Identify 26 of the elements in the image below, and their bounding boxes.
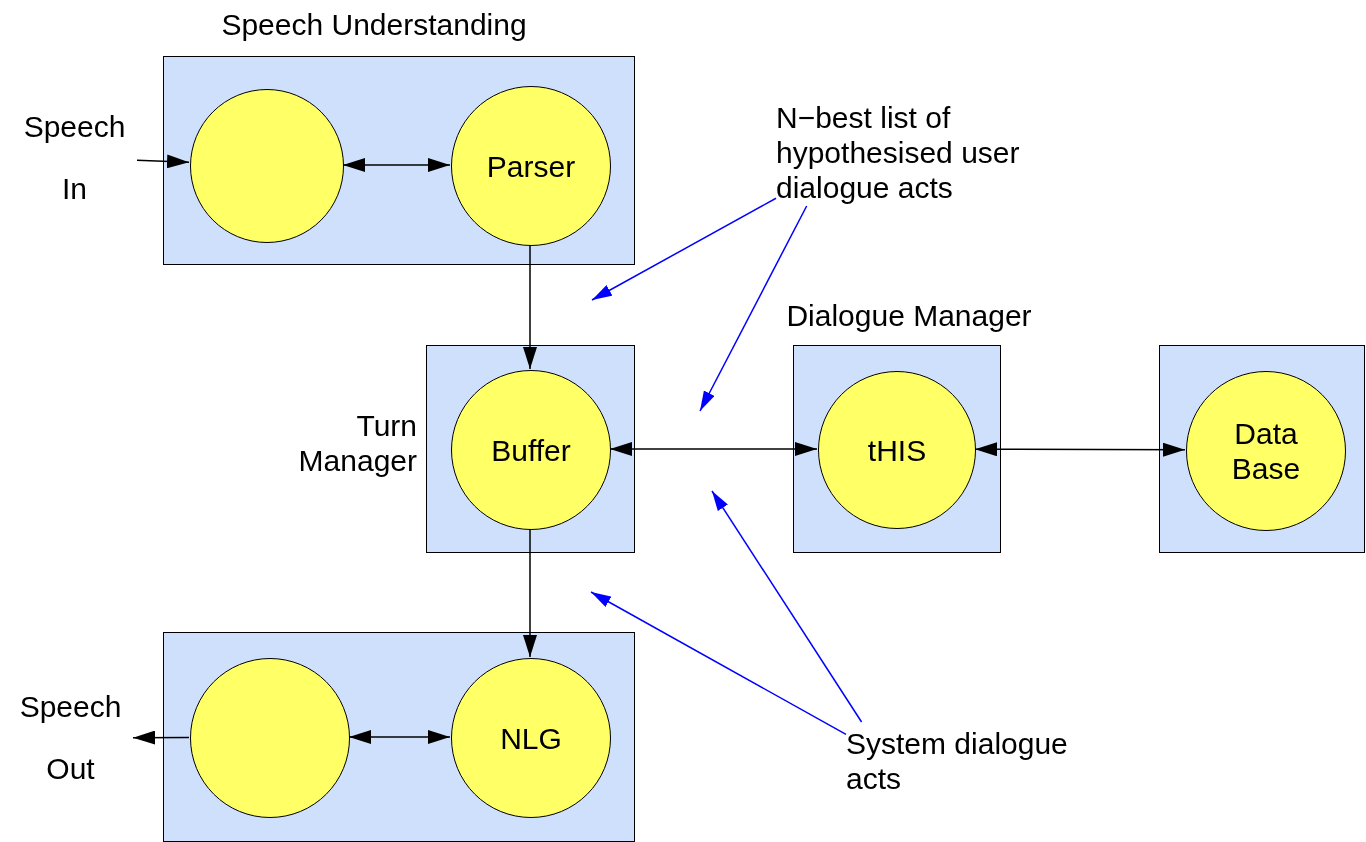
component-label: Buffer [490, 432, 572, 468]
io-label: Speech Out [18, 689, 123, 787]
arrow [136, 154, 190, 169]
module-heading: Turn Manager [297, 408, 417, 478]
component-label: Data Base [1230, 416, 1302, 486]
arrow [132, 730, 190, 745]
module-heading: Dialogue Manager [785, 298, 1033, 333]
module-heading: Speech Understanding [220, 7, 528, 42]
leader-arrow [711, 490, 863, 723]
annotation-text: System dialogue acts [846, 726, 1069, 796]
annotation-text: N−best list of hypothesised user dialogue acts [776, 99, 1021, 205]
leader-arrow [591, 197, 777, 301]
arrow [523, 244, 537, 370]
component-label: Parser [485, 148, 577, 184]
leader-arrow [590, 591, 847, 736]
component-label: tHIS [866, 432, 928, 468]
component-label: NLG [499, 720, 563, 756]
arrow [523, 528, 537, 658]
io-label: Speech In [22, 109, 127, 207]
arrow [348, 730, 451, 744]
arrow [974, 442, 1186, 457]
arrow [342, 158, 451, 172]
module-box [163, 632, 635, 842]
leader-arrow [699, 205, 808, 412]
arrow [609, 442, 818, 456]
module-box [1159, 345, 1365, 553]
